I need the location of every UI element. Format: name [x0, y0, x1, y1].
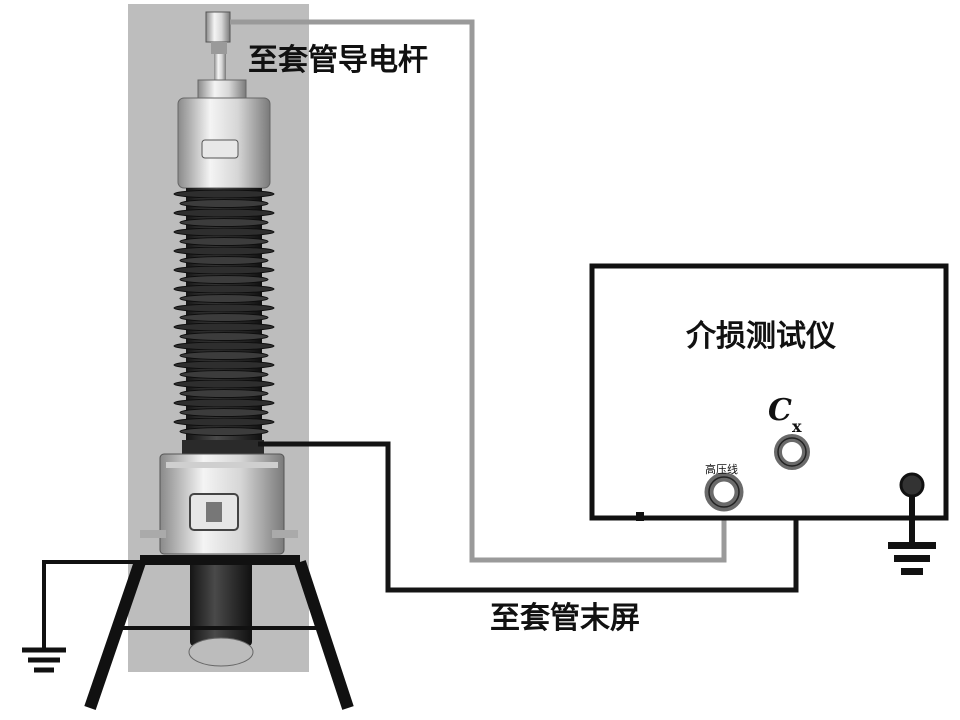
bushing-shed	[179, 275, 269, 284]
left-ground-symbol	[22, 560, 140, 673]
bushing-shed	[179, 237, 269, 246]
bushing-shed	[173, 398, 275, 408]
bushing-shed	[173, 360, 275, 370]
bushing-shed	[173, 227, 275, 237]
label-instrument-title: 介损测试仪	[685, 319, 836, 354]
label-cx: C	[768, 393, 792, 428]
bushing-shed	[179, 313, 269, 322]
bushing-shed	[179, 199, 269, 208]
bushing-shed	[173, 189, 275, 199]
label-bushing-conductor: 至套管导电杆	[248, 43, 428, 78]
dielectric-loss-tester-box	[589, 263, 949, 521]
label-hv-terminal: 高压线	[705, 462, 738, 476]
bushing-shed	[179, 332, 269, 341]
bushing-shed	[173, 265, 275, 275]
bushing-shed	[179, 294, 269, 303]
instrument-ground-terminal	[888, 472, 936, 575]
bushing-shed	[179, 427, 269, 436]
bushing-shed	[179, 408, 269, 417]
bushing	[140, 11, 298, 667]
bushing-shed	[179, 389, 269, 398]
bushing-shed	[173, 322, 275, 332]
bushing-shed	[179, 218, 269, 227]
label-bushing-end-screen: 至套管末屏	[490, 601, 640, 636]
bushing-shed	[173, 208, 275, 218]
bushing-shed	[173, 341, 275, 351]
support-stand	[84, 555, 354, 710]
bushing-shed	[173, 417, 275, 427]
hv-wire	[230, 19, 727, 563]
bushing-shed	[173, 379, 275, 389]
bushing-shed	[173, 284, 275, 294]
bushing-shed	[179, 370, 269, 379]
bushing-sheds	[173, 189, 275, 436]
label-cx-main: C	[768, 393, 792, 428]
bushing-shed	[173, 246, 275, 256]
bushing-top-terminal	[205, 11, 231, 43]
bushing-shed	[179, 256, 269, 265]
end-screen-wire	[258, 441, 799, 593]
label-cx-sub: x	[792, 417, 802, 436]
bushing-lower-porcelain	[190, 560, 252, 646]
bushing-shed	[173, 303, 275, 313]
bushing-shed	[179, 351, 269, 360]
